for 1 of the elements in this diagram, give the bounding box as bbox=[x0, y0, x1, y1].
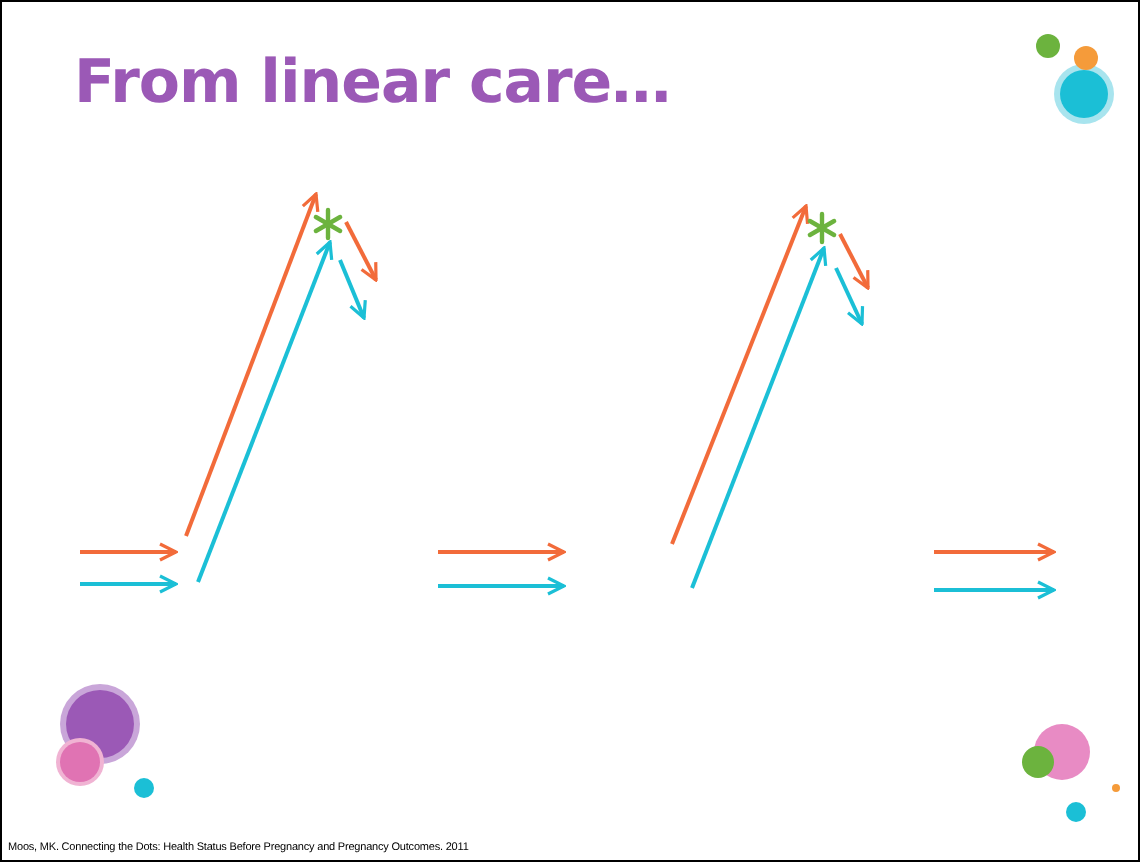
title: From linear care… bbox=[74, 48, 671, 118]
